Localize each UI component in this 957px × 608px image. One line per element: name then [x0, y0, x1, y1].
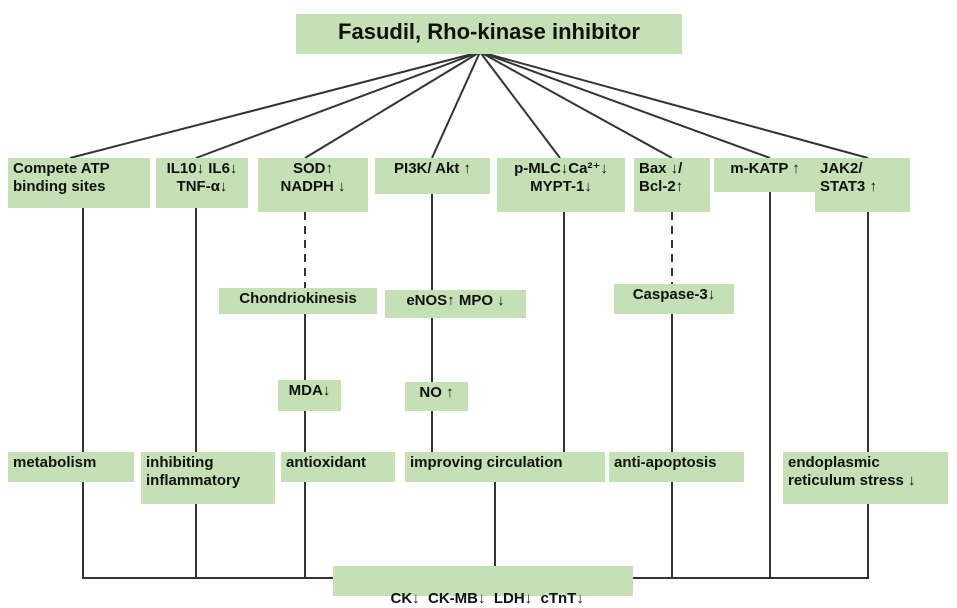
intermediate-no: NO ↑: [405, 382, 468, 411]
mechanism-compete-atp: Compete ATP binding sites: [8, 158, 150, 208]
mechanism-m-katp: m-KATP ↑: [714, 158, 816, 192]
mechanism-line: MYPT-1↓: [530, 178, 592, 195]
mechanism-line: JAK2/: [820, 160, 863, 177]
mechanism-line: STAT3 ↑: [820, 178, 877, 195]
effect-er-stress: endoplasmic reticulum stress ↓: [783, 452, 948, 504]
intermediate-caspase3: Caspase-3↓: [614, 284, 734, 314]
effect-text: antioxidant: [286, 454, 367, 471]
effect-antioxidant: antioxidant: [281, 452, 395, 482]
effect-line: reticulum stress ↓: [788, 472, 916, 489]
effect-line: endoplasmic: [788, 454, 880, 471]
mechanism-jak2-stat3: JAK2/ STAT3 ↑: [815, 158, 910, 212]
fan-line-3: [304, 51, 481, 159]
effect-text: anti-apoptosis: [614, 454, 717, 471]
mechanism-line: p-MLC↓Ca²⁺↓: [514, 160, 608, 177]
intermediate-text: MDA↓: [288, 382, 331, 399]
fan-line-6: [479, 51, 673, 159]
effect-anti-apoptosis: anti-apoptosis: [609, 452, 744, 482]
fan-line-4: [431, 51, 481, 159]
fan-line-7: [479, 51, 771, 159]
title-text: Fasudil, Rho-kinase inhibitor: [338, 19, 640, 44]
fan-line-8: [479, 51, 869, 159]
title-box: Fasudil, Rho-kinase inhibitor: [296, 14, 682, 54]
markers-text: CK↓ CK-MB↓ LDH↓ cTnT↓: [390, 590, 584, 607]
mechanism-line: NADPH ↓: [280, 178, 346, 195]
mechanism-pi3k-akt: PI3K/ Akt ↑: [375, 158, 490, 194]
intermediate-enos-mpo: eNOS↑ MPO ↓: [385, 290, 526, 318]
intermediate-text: eNOS↑ MPO ↓: [406, 292, 505, 309]
mechanism-line: PI3K/ Akt ↑: [394, 160, 471, 177]
mechanism-line: binding sites: [13, 178, 106, 195]
mechanism-bax-bcl2: Bax ↓/ Bcl-2↑: [634, 158, 710, 212]
effect-line: inflammatory: [146, 472, 241, 489]
effect-text: metabolism: [13, 454, 97, 471]
mechanism-mlc-calcium: p-MLC↓Ca²⁺↓ MYPT-1↓: [497, 158, 625, 212]
intermediate-mda: MDA↓: [278, 380, 341, 411]
effect-line: inhibiting: [146, 454, 214, 471]
mechanism-sod-nadph: SOD↑ NADPH ↓: [258, 158, 368, 212]
mechanism-line: TNF-α↓: [176, 178, 228, 195]
mechanism-line: Compete ATP: [13, 160, 110, 177]
cardiac-markers: CK↓ CK-MB↓ LDH↓ cTnT↓: [333, 566, 633, 607]
fan-line-5: [479, 51, 561, 159]
effect-inhibiting-inflammatory: inhibiting inflammatory: [141, 452, 275, 504]
mechanism-line: SOD↑: [292, 160, 333, 177]
effect-metabolism: metabolism: [8, 452, 134, 482]
mechanism-line: Bax ↓/: [639, 160, 683, 177]
mechanism-cytokines: IL10↓ IL6↓ TNF-α↓: [156, 158, 248, 208]
fan-line-2: [195, 51, 481, 159]
effect-text: improving circulation: [410, 454, 563, 471]
intermediate-text: Caspase-3↓: [632, 286, 716, 303]
intermediate-chondriokinesis: Chondriokinesis: [219, 288, 377, 314]
effect-improving-circulation: improving circulation: [405, 452, 605, 482]
mechanism-line: IL10↓ IL6↓: [166, 160, 238, 177]
fan-line-1: [69, 51, 481, 159]
intermediate-text: Chondriokinesis: [239, 290, 357, 307]
mechanism-line: Bcl-2↑: [639, 178, 684, 195]
mechanism-line: m-KATP ↑: [730, 160, 800, 177]
intermediate-text: NO ↑: [419, 384, 454, 401]
